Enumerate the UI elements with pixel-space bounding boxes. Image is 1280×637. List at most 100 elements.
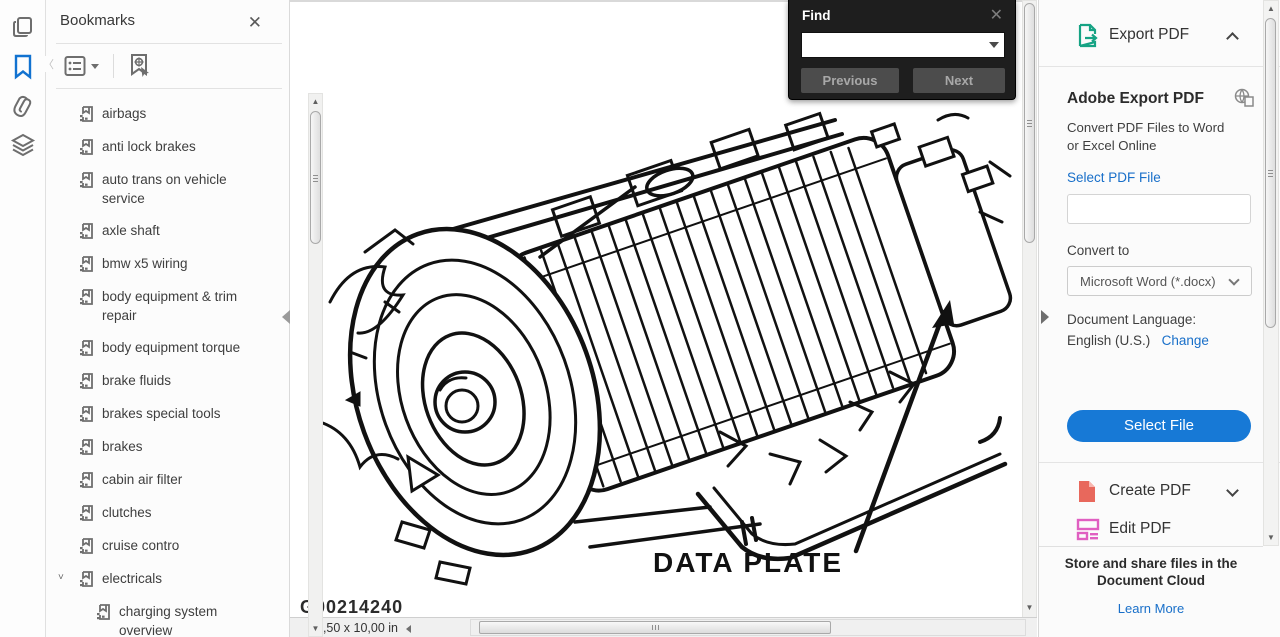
bookmark-item-cruise-contro[interactable]: cruise contro xyxy=(78,536,254,556)
bookmark-options-button[interactable] xyxy=(60,53,104,79)
divider xyxy=(56,43,282,44)
bookmark-page-icon xyxy=(78,537,95,556)
convert-format-value: Microsoft Word (*.docx) xyxy=(1080,274,1216,289)
store-share-message: Store and share files in the Document Cl… xyxy=(1064,556,1238,588)
tools-panel: Export PDF Adobe Export PDF Convert PDF … xyxy=(1038,0,1280,637)
bookmark-item-anti-lock-brakes[interactable]: anti lock brakes xyxy=(78,137,254,157)
close-bookmarks-icon[interactable]: ✕ xyxy=(247,13,262,32)
bookmark-item-label: body equipment & trim repair xyxy=(102,289,238,323)
chevron-up-icon[interactable] xyxy=(1226,32,1239,45)
page-size-label: 8,50 x 10,00 in xyxy=(316,621,399,635)
scroll-down-arrow[interactable]: ▼ xyxy=(1267,533,1275,542)
document-page[interactable]: DATA PLATE G00214240 xyxy=(290,0,1022,637)
bookmark-item-airbags[interactable]: airbags xyxy=(78,104,254,124)
find-history-dropdown-icon[interactable] xyxy=(989,42,999,48)
selected-file-field[interactable] xyxy=(1067,194,1251,224)
bookmark-icon xyxy=(14,54,32,80)
active-panel-notch xyxy=(40,56,54,72)
find-dialog: Find ✕ Previous Next xyxy=(788,0,1016,100)
scrollbar-thumb[interactable] xyxy=(310,111,321,244)
expand-chevron-icon[interactable]: ˅ xyxy=(58,572,64,583)
scroll-down-arrow[interactable]: ▼ xyxy=(1025,603,1034,612)
chevron-down-icon xyxy=(1228,274,1240,286)
page-thumbnails-button[interactable] xyxy=(8,12,38,42)
scroll-up-arrow[interactable]: ▲ xyxy=(311,97,320,106)
find-current-bookmark-button[interactable] xyxy=(123,51,157,81)
find-close-icon[interactable]: ✕ xyxy=(989,7,1003,24)
horizontal-scrollbar[interactable] xyxy=(470,619,1026,636)
bookmark-item-label: auto trans on vehicle service xyxy=(102,172,227,206)
document-status-bar: 8,50 x 10,00 in xyxy=(290,617,1037,637)
bookmark-item-clutches[interactable]: clutches xyxy=(78,503,254,523)
export-pdf-description: Convert PDF Files to Word or Excel Onlin… xyxy=(1067,120,1225,153)
attachments-button[interactable] xyxy=(8,92,38,122)
bookmark-item-label: anti lock brakes xyxy=(102,139,196,154)
bookmark-item-label: airbags xyxy=(102,106,147,121)
bookmark-item-cabin-air-filter[interactable]: cabin air filter xyxy=(78,470,254,490)
scrollbar-thumb[interactable] xyxy=(1265,18,1276,328)
bookmark-item-label: brake fluids xyxy=(102,373,172,388)
scroll-left-arrow[interactable] xyxy=(406,625,411,633)
collapse-bookmarks-handle[interactable] xyxy=(282,310,290,324)
learn-more-link[interactable]: Learn More xyxy=(1117,601,1185,616)
tools-panel-scrollbar[interactable]: ▲ ▼ xyxy=(1263,0,1279,546)
bookmark-item-label: cabin air filter xyxy=(102,472,183,487)
select-pdf-file-link[interactable]: Select PDF File xyxy=(1067,170,1161,185)
select-file-button[interactable]: Select File xyxy=(1067,410,1251,442)
bookmark-item-label: electricals xyxy=(102,571,163,586)
convert-format-select[interactable]: Microsoft Word (*.docx) xyxy=(1067,266,1252,296)
data-plate-label: DATA PLATE xyxy=(653,547,843,578)
bookmark-item-label: clutches xyxy=(102,505,152,520)
bookmark-item-axle-shaft[interactable]: axle shaft xyxy=(78,221,254,241)
bookmark-item-brakes-special-tools[interactable]: brakes special tools xyxy=(78,404,254,424)
convert-to-label: Convert to xyxy=(1067,243,1130,258)
change-language-link[interactable]: Change xyxy=(1161,333,1209,348)
edit-pdf-icon xyxy=(1076,518,1100,541)
bookmark-item-body-equipment-torque[interactable]: body equipment torque xyxy=(78,338,254,358)
page-thumbnails-icon xyxy=(13,17,32,37)
bookmark-item-label: charging system overview xyxy=(119,604,218,637)
bookmark-item-body-equipment-trim-repair[interactable]: body equipment & trim repair xyxy=(78,287,254,325)
scrollbar-thumb[interactable] xyxy=(479,621,831,634)
edit-pdf-label: Edit PDF xyxy=(1109,520,1172,537)
create-pdf-row[interactable]: Create PDF xyxy=(1039,474,1280,510)
find-previous-button[interactable]: Previous xyxy=(801,68,899,93)
bookmark-page-icon xyxy=(78,138,95,157)
collapse-tools-handle[interactable] xyxy=(1041,310,1049,324)
scrollbar-thumb[interactable] xyxy=(1024,3,1035,243)
bookmarks-panel-title: Bookmarks xyxy=(60,12,136,29)
bookmarks-scrollbar[interactable]: ▲ ▼ xyxy=(308,93,323,637)
document-vertical-scrollbar[interactable]: ▼ xyxy=(1022,0,1037,618)
bookmark-page-icon xyxy=(78,471,95,490)
scroll-up-arrow[interactable]: ▲ xyxy=(1267,4,1275,13)
create-pdf-icon xyxy=(1079,481,1095,502)
bookmark-item-charging-system-overview[interactable]: charging system overview xyxy=(95,602,254,637)
bookmarks-button[interactable] xyxy=(8,52,38,82)
export-pdf-header[interactable]: Export PDF xyxy=(1039,18,1280,54)
find-search-input[interactable] xyxy=(802,33,982,57)
scroll-down-arrow[interactable]: ▼ xyxy=(311,624,320,633)
chevron-down-icon[interactable] xyxy=(1226,484,1239,497)
find-next-button[interactable]: Next xyxy=(913,68,1005,93)
bookmark-page-icon xyxy=(78,288,95,307)
online-service-icon xyxy=(1234,88,1254,107)
bookmark-page-icon xyxy=(78,171,95,190)
edit-pdf-row[interactable]: Edit PDF xyxy=(1039,512,1280,548)
bookmark-item-auto-trans-on-vehicle-service[interactable]: auto trans on vehicle service xyxy=(78,170,254,208)
bookmark-item-bmw-x5-wiring[interactable]: bmw x5 wiring xyxy=(78,254,254,274)
bookmark-item-brake-fluids[interactable]: brake fluids xyxy=(78,371,254,391)
layers-icon xyxy=(10,133,36,157)
bookmark-item-label: body equipment torque xyxy=(102,340,241,355)
bookmark-page-icon xyxy=(78,372,95,391)
bookmark-item-brakes[interactable]: brakes xyxy=(78,437,254,457)
bookmark-page-icon xyxy=(78,105,95,124)
figure-number: G00214240 xyxy=(300,597,404,617)
bookmark-page-icon xyxy=(78,405,95,424)
layers-button[interactable] xyxy=(8,130,38,160)
create-pdf-label: Create PDF xyxy=(1109,482,1191,499)
bookmark-page-icon xyxy=(78,339,95,358)
bookmark-item-electricals[interactable]: ˅ electricals xyxy=(58,569,254,589)
transmission-diagram: DATA PLATE xyxy=(318,111,1013,586)
bookmark-page-icon xyxy=(78,255,95,274)
